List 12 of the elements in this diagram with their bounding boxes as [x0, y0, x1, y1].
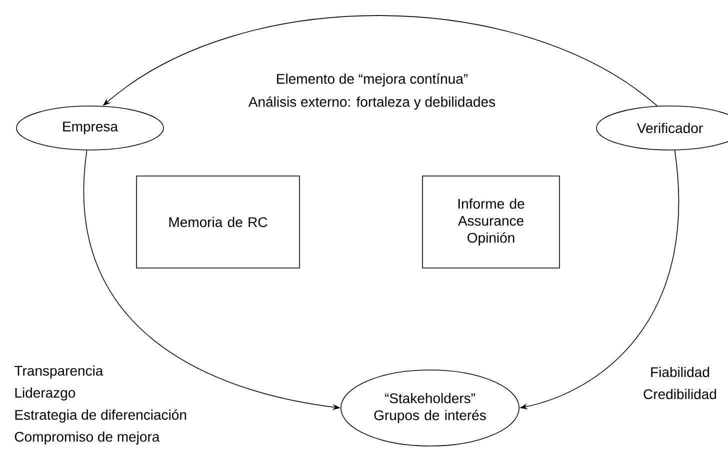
label: Elemento de “mejora contínua”: [277, 73, 468, 87]
label: Compromiso de mejora: [14, 431, 160, 444]
text-box: Informe de Assurance Opinión: [422, 176, 560, 268]
label: Liderazgo: [15, 387, 76, 400]
label: Estrategia de diferenciación: [15, 409, 186, 423]
ellipse-node: Empresa: [16, 106, 164, 150]
label: Fiabilidad: [651, 366, 710, 378]
label: Transparencia: [14, 365, 104, 378]
label: Análisis externo: fortaleza y debilidades: [248, 96, 496, 110]
ellipse-node: “Stakeholders” Grupos de interés: [340, 370, 520, 446]
text-box: Memoria de RC: [136, 176, 300, 268]
label: Credibilidad: [644, 388, 716, 400]
